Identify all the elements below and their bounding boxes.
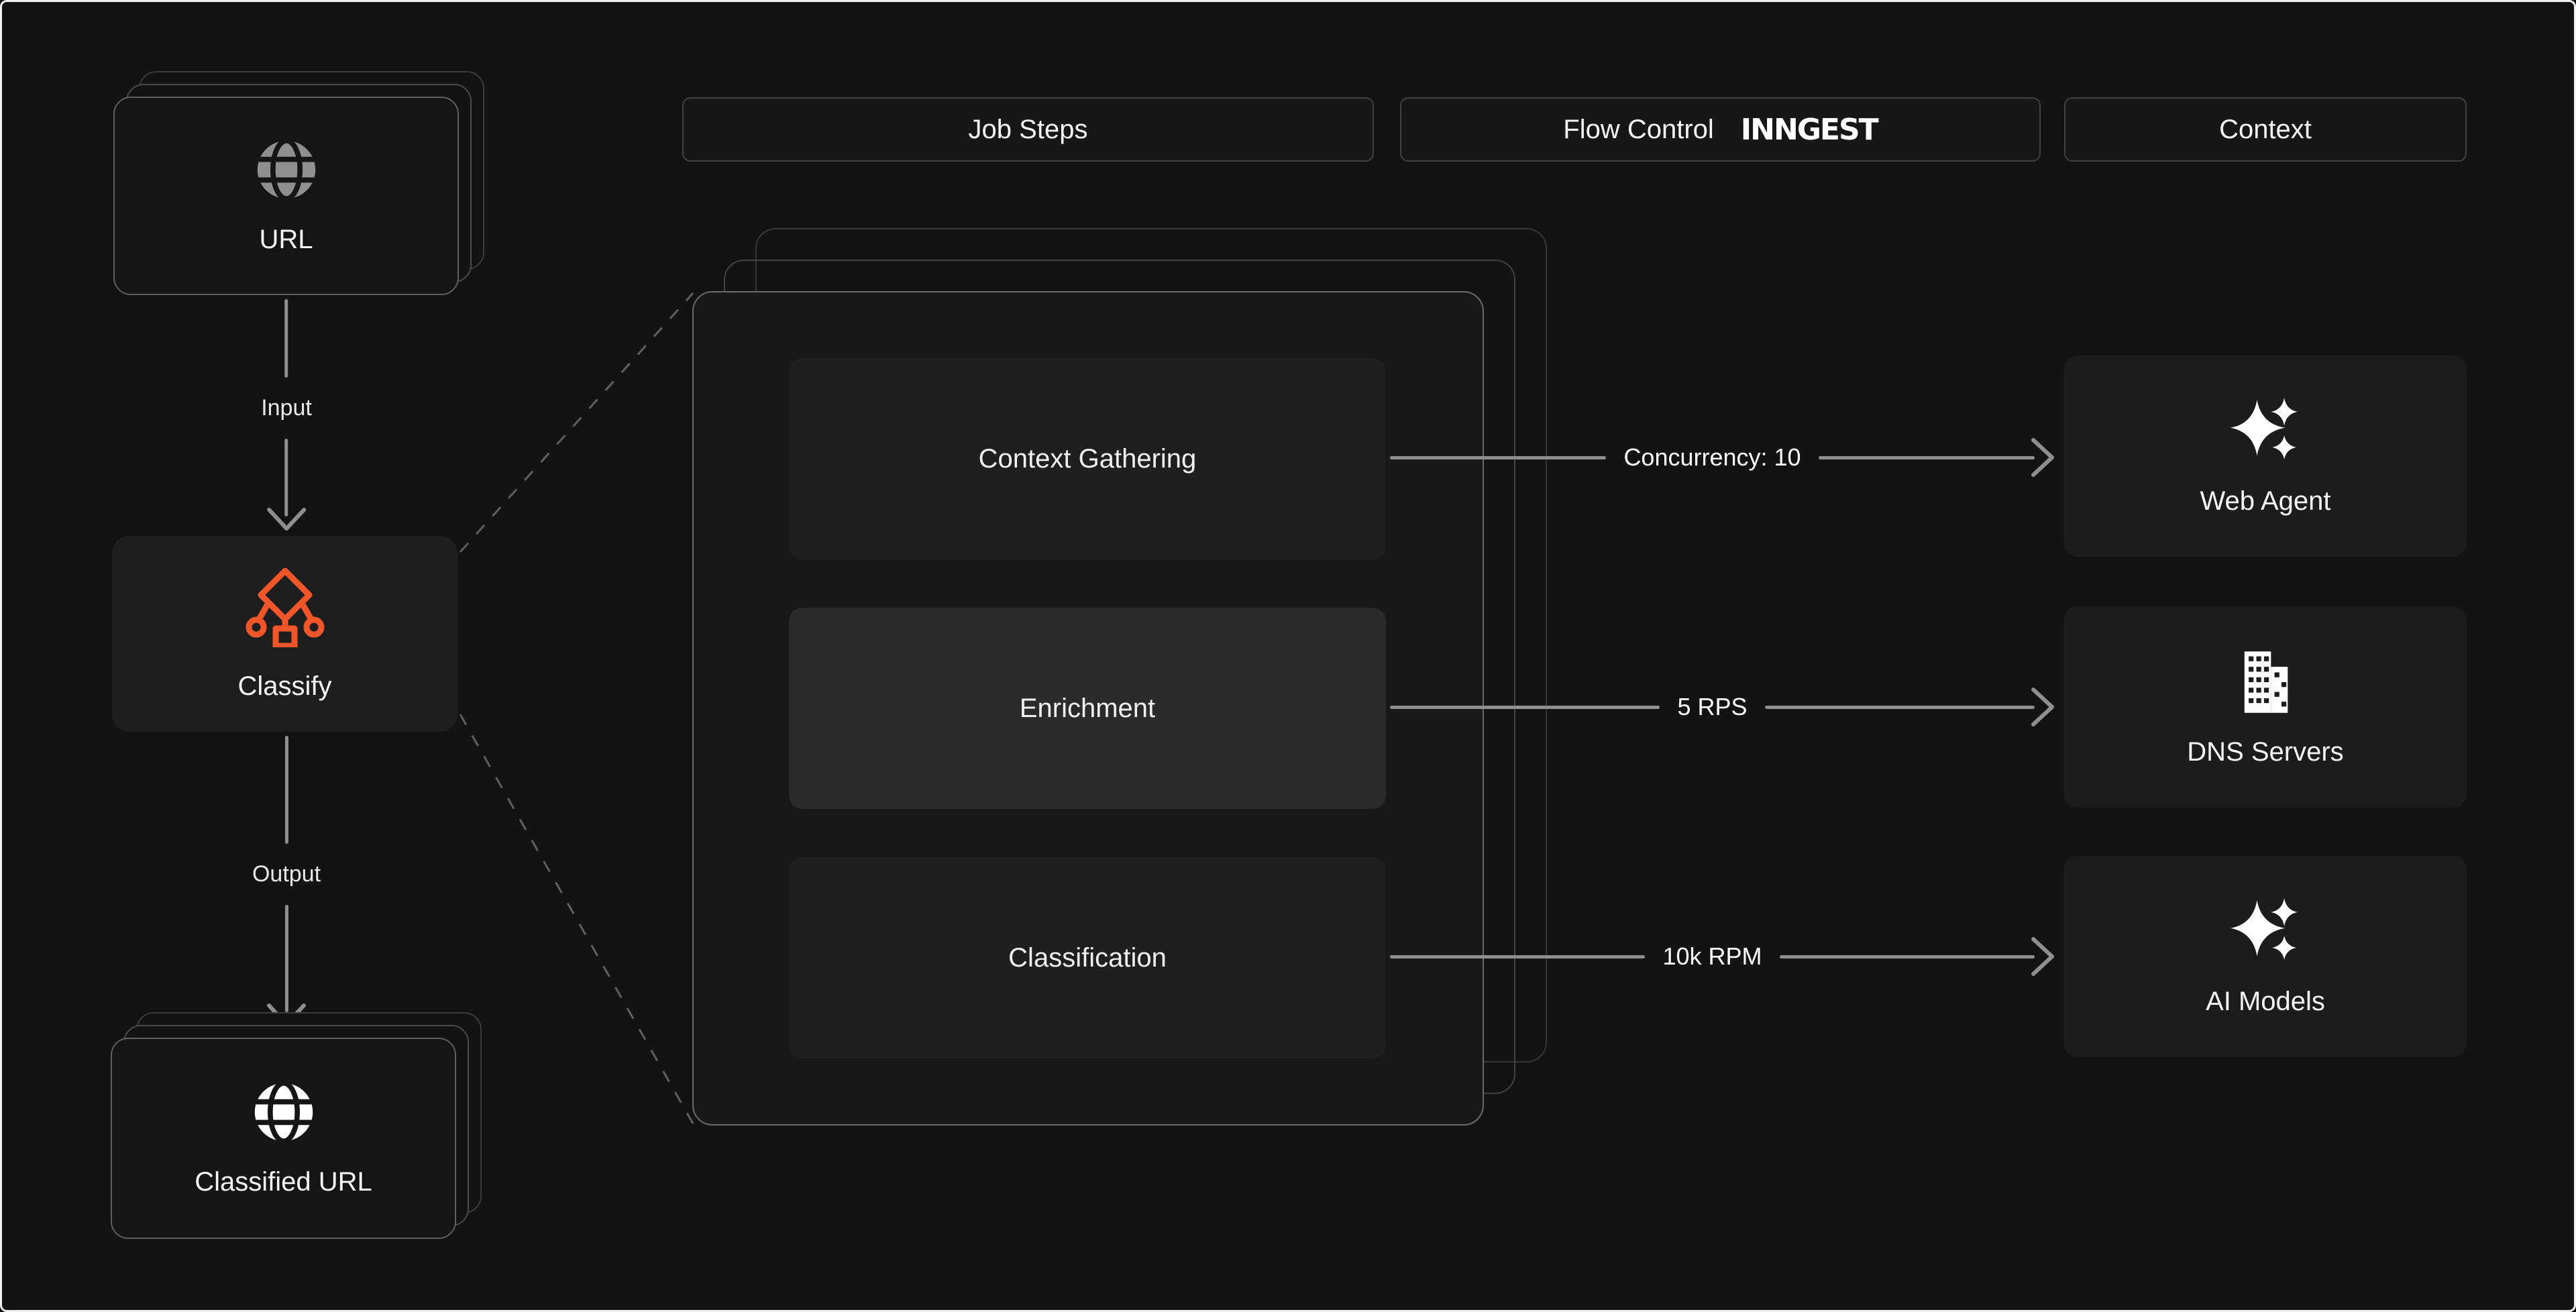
arrowhead-right-icon bbox=[2031, 688, 2055, 726]
url-card-stack: URL bbox=[113, 71, 484, 295]
rps-arrow-line bbox=[1390, 705, 1660, 709]
concurrency-arrow: Concurrency: 10 bbox=[1390, 436, 2056, 479]
concurrency-arrow-label: Concurrency: 10 bbox=[1623, 443, 1801, 471]
ai-models-card: AI Models bbox=[2064, 856, 2467, 1057]
input-arrow-line bbox=[284, 299, 288, 378]
concurrency-arrow-line bbox=[1390, 455, 1607, 459]
step-label: Classification bbox=[1008, 942, 1167, 973]
input-arrow-line bbox=[284, 438, 288, 516]
header-context: Context bbox=[2064, 97, 2467, 162]
rps-arrow: 5 RPS bbox=[1390, 686, 2056, 728]
step-context-gathering: Context Gathering bbox=[789, 358, 1386, 559]
dns-servers-label: DNS Servers bbox=[2187, 736, 2344, 767]
dns-servers-card: DNS Servers bbox=[2064, 606, 2467, 808]
sparkles-icon bbox=[2231, 897, 2298, 960]
arrowhead-down-icon bbox=[267, 508, 306, 531]
web-agent-card: Web Agent bbox=[2064, 356, 2467, 557]
header-job-steps: Job Steps bbox=[682, 97, 1374, 162]
classify-card: Classify bbox=[112, 536, 458, 732]
header-flow-control: Flow Control INNGEST bbox=[1400, 97, 2041, 162]
job-steps-card: Context Gathering Enrichment Classificat… bbox=[692, 291, 1484, 1126]
arrowhead-right-icon bbox=[2031, 438, 2055, 477]
input-arrow-label: Input bbox=[261, 394, 312, 421]
output-arrow-line bbox=[284, 736, 288, 844]
classified-url-card-stack: Classified URL bbox=[111, 1012, 482, 1239]
globe-icon bbox=[257, 138, 315, 201]
job-steps-card-stack: Context Gathering Enrichment Classificat… bbox=[692, 228, 1547, 1126]
classify-card-label: Classify bbox=[237, 671, 332, 701]
output-arrow-label: Output bbox=[252, 861, 321, 887]
header-flow-control-label: Flow Control bbox=[1563, 114, 1714, 144]
decision-tree-icon bbox=[246, 567, 324, 647]
rpm-arrow-line bbox=[1779, 954, 2035, 959]
inngest-logo: INNGEST bbox=[1740, 112, 1879, 147]
rpm-arrow-label: 10k RPM bbox=[1662, 942, 1762, 970]
globe-icon bbox=[254, 1080, 313, 1144]
url-card-label: URL bbox=[259, 224, 313, 254]
rps-arrow-line bbox=[1764, 705, 2035, 709]
rps-arrow-label: 5 RPS bbox=[1677, 693, 1748, 720]
step-enrichment: Enrichment bbox=[789, 608, 1386, 809]
arrowhead-right-icon bbox=[2031, 937, 2055, 976]
rpm-arrow-line bbox=[1390, 954, 1646, 959]
rpm-arrow: 10k RPM bbox=[1390, 935, 2056, 978]
ai-models-label: AI Models bbox=[2206, 986, 2325, 1016]
building-icon bbox=[2244, 651, 2288, 713]
classified-url-card-label: Classified URL bbox=[195, 1166, 372, 1197]
sparkles-icon bbox=[2231, 397, 2298, 459]
header-job-steps-label: Job Steps bbox=[968, 114, 1088, 144]
step-classification: Classification bbox=[789, 857, 1386, 1058]
classified-url-card: Classified URL bbox=[111, 1038, 456, 1239]
url-card: URL bbox=[113, 97, 459, 295]
input-arrow: Input bbox=[261, 299, 312, 533]
output-arrow-line bbox=[284, 904, 288, 1012]
output-arrow: Output bbox=[252, 736, 321, 1028]
concurrency-arrow-line bbox=[1818, 455, 2035, 459]
step-label: Context Gathering bbox=[978, 443, 1197, 474]
web-agent-label: Web Agent bbox=[2200, 486, 2331, 516]
header-context-label: Context bbox=[2219, 114, 2312, 144]
step-label: Enrichment bbox=[1019, 693, 1156, 723]
